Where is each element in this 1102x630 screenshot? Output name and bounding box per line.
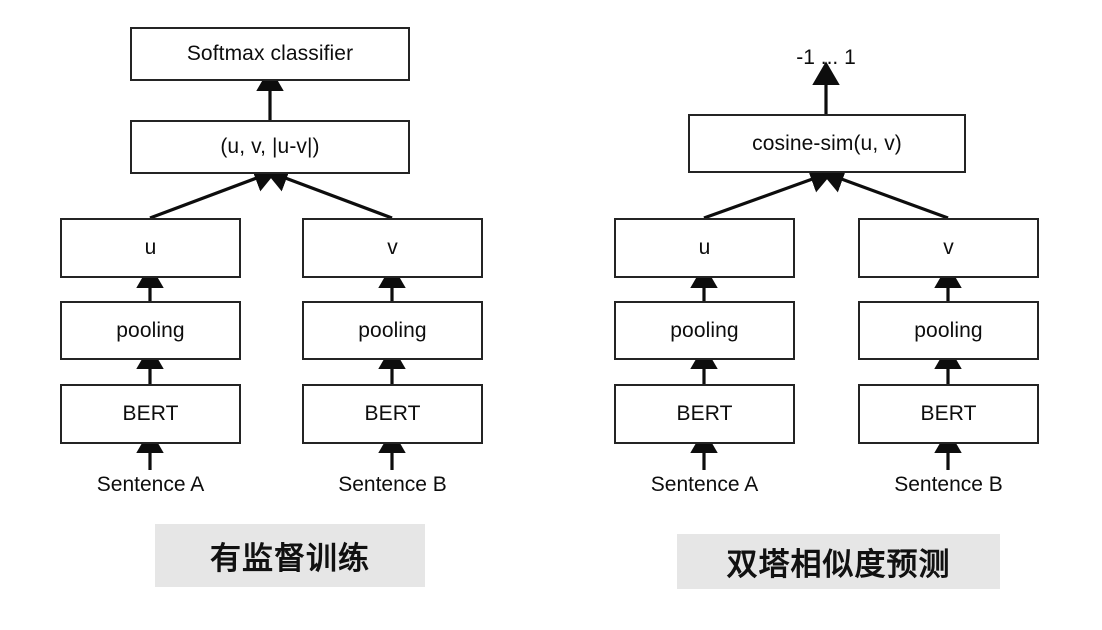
vector-v-box-right-panel: v [858, 218, 1039, 278]
caption-dual-tower-similarity: 双塔相似度预测 [677, 534, 1000, 589]
similarity-score-range-label: -1 ... 1 [796, 46, 856, 69]
bert-left-box: BERT [60, 384, 241, 444]
pooling-left-box-right-panel: pooling [614, 301, 795, 360]
bert-right-box: BERT [302, 384, 483, 444]
softmax-classifier-box: Softmax classifier [130, 27, 410, 81]
sentence-a-label-right-panel: Sentence A [650, 473, 759, 496]
sentence-b-label: Sentence B [338, 473, 447, 496]
caption-supervised-training: 有监督训练 [155, 524, 425, 587]
arrow-u-to-combine [149, 165, 278, 220]
feature-combination-box: (u, v, |u-v|) [130, 120, 410, 174]
pooling-left-box: pooling [60, 301, 241, 360]
arrow-u-to-cosine [703, 166, 834, 220]
pooling-right-box-right-panel: pooling [858, 301, 1039, 360]
bert-left-box-right-panel: BERT [614, 384, 795, 444]
vector-u-box: u [60, 218, 241, 278]
sentence-b-label-right-panel: Sentence B [894, 473, 1003, 496]
vector-v-box: v [302, 218, 483, 278]
sentence-a-label: Sentence A [96, 473, 205, 496]
arrow-v-to-cosine [820, 166, 949, 220]
arrow-v-to-combine [264, 165, 393, 220]
pooling-right-box: pooling [302, 301, 483, 360]
vector-u-box-right-panel: u [614, 218, 795, 278]
bert-right-box-right-panel: BERT [858, 384, 1039, 444]
cosine-sim-box: cosine-sim(u, v) [688, 114, 966, 173]
